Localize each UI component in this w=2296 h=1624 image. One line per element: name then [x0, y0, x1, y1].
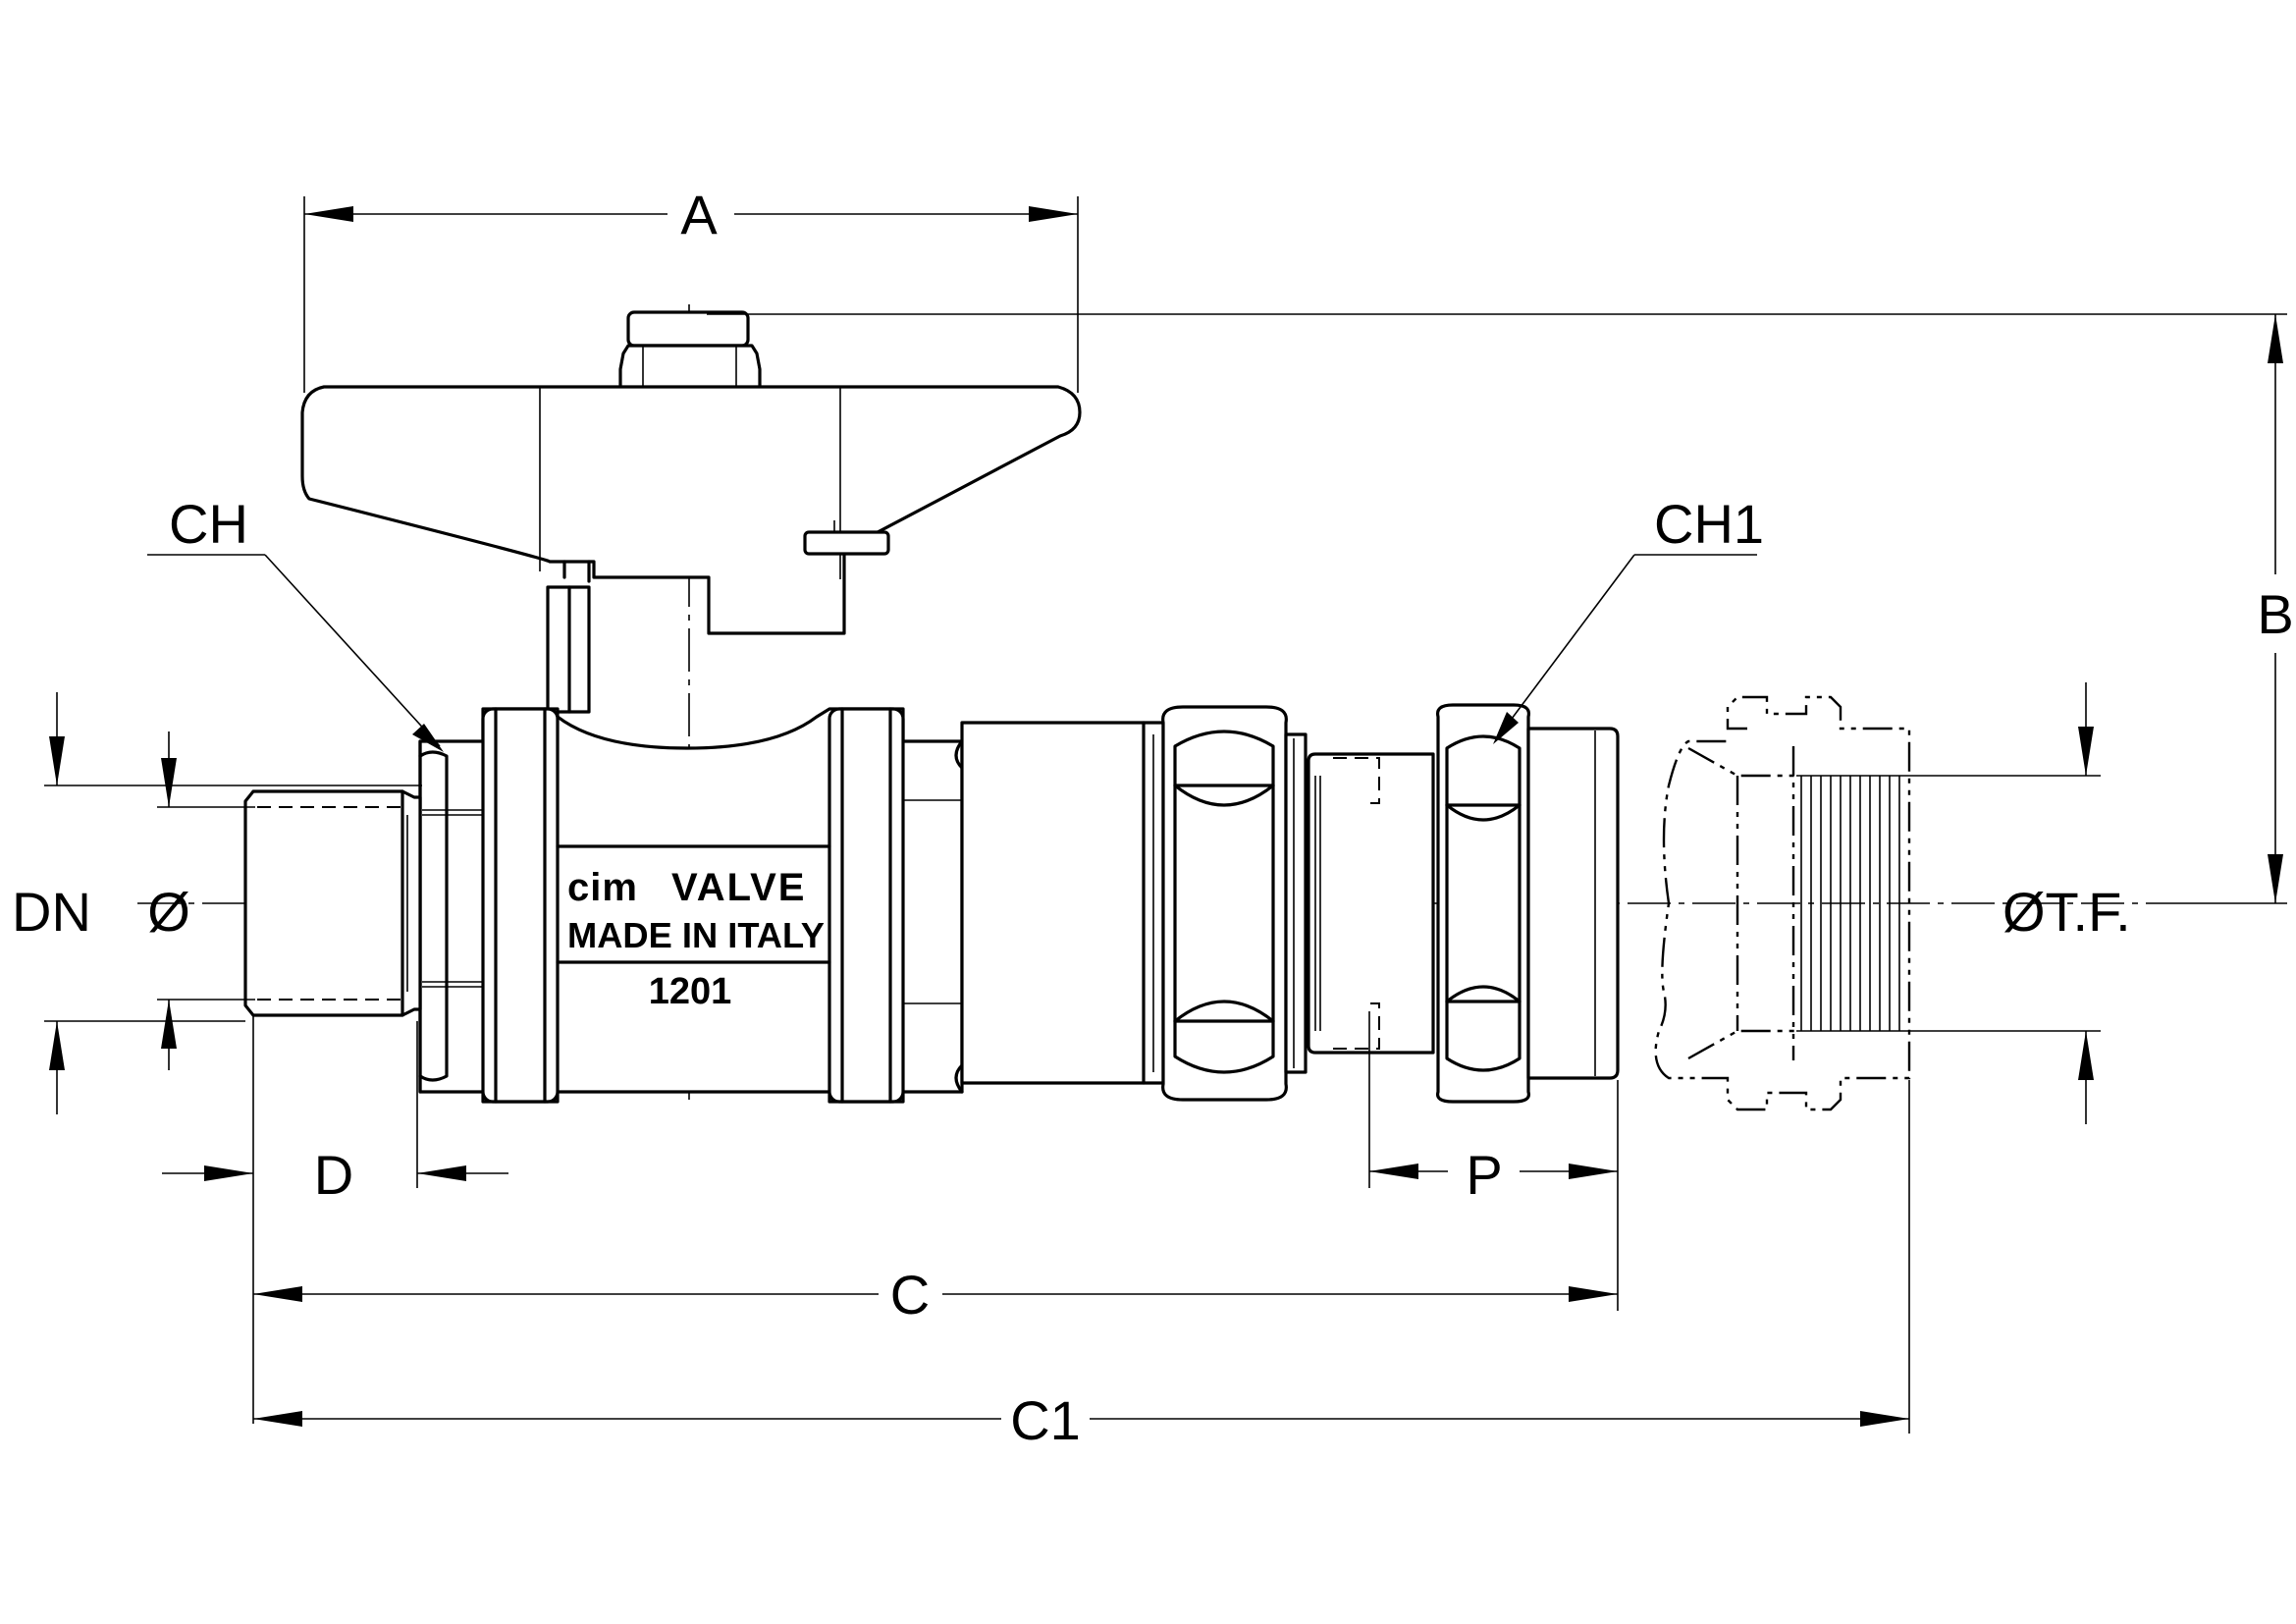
valve-body: cim VALVE MADE IN ITALY 1201	[418, 707, 964, 1104]
union-nut-hex	[1161, 705, 1308, 1102]
callout-label-CH: CH	[169, 493, 248, 555]
male-thread-end	[243, 789, 422, 1017]
dimension-DN: DN	[12, 692, 422, 1114]
marking-origin: MADE IN ITALY	[567, 915, 825, 955]
dim-label-C1: C1	[1010, 1389, 1081, 1451]
dimension-C: C	[252, 1188, 1619, 1424]
phantom-thread-hatch	[1800, 776, 1900, 1031]
marking-brand-cim: cim	[567, 866, 638, 909]
dimension-P: P	[1368, 1011, 1619, 1206]
dim-label-TF: ØT.F.	[2002, 881, 2131, 943]
dim-label-C: C	[890, 1264, 930, 1326]
callout-CH1: CH1	[1493, 493, 1764, 744]
marking-model: 1201	[649, 971, 732, 1012]
dimension-A: A	[303, 184, 1079, 393]
dim-label-diameter: Ø	[147, 881, 190, 943]
phantom-fitting	[1654, 695, 1911, 1111]
dimension-TF: ØT.F.	[1796, 682, 2131, 1124]
dimension-B: B	[707, 313, 2294, 904]
dim-label-DN: DN	[12, 881, 91, 943]
dim-label-P: P	[1466, 1144, 1502, 1206]
compression-fitting	[1307, 703, 1620, 1104]
dim-label-A: A	[680, 184, 718, 245]
body-marking: cim VALVE MADE IN ITALY 1201	[567, 866, 825, 1012]
callout-CH: CH	[147, 493, 444, 752]
dimension-diameter: Ø	[147, 731, 255, 1070]
marking-brand-valve: VALVE	[671, 866, 806, 909]
extension-body	[960, 721, 1165, 1085]
dimension-D: D	[162, 1015, 508, 1206]
dimension-C1: C1	[253, 1080, 1910, 1451]
dim-label-D: D	[314, 1144, 353, 1206]
lever-handle	[300, 310, 1082, 714]
dim-label-B: B	[2257, 583, 2293, 645]
callout-label-CH1: CH1	[1654, 493, 1764, 555]
